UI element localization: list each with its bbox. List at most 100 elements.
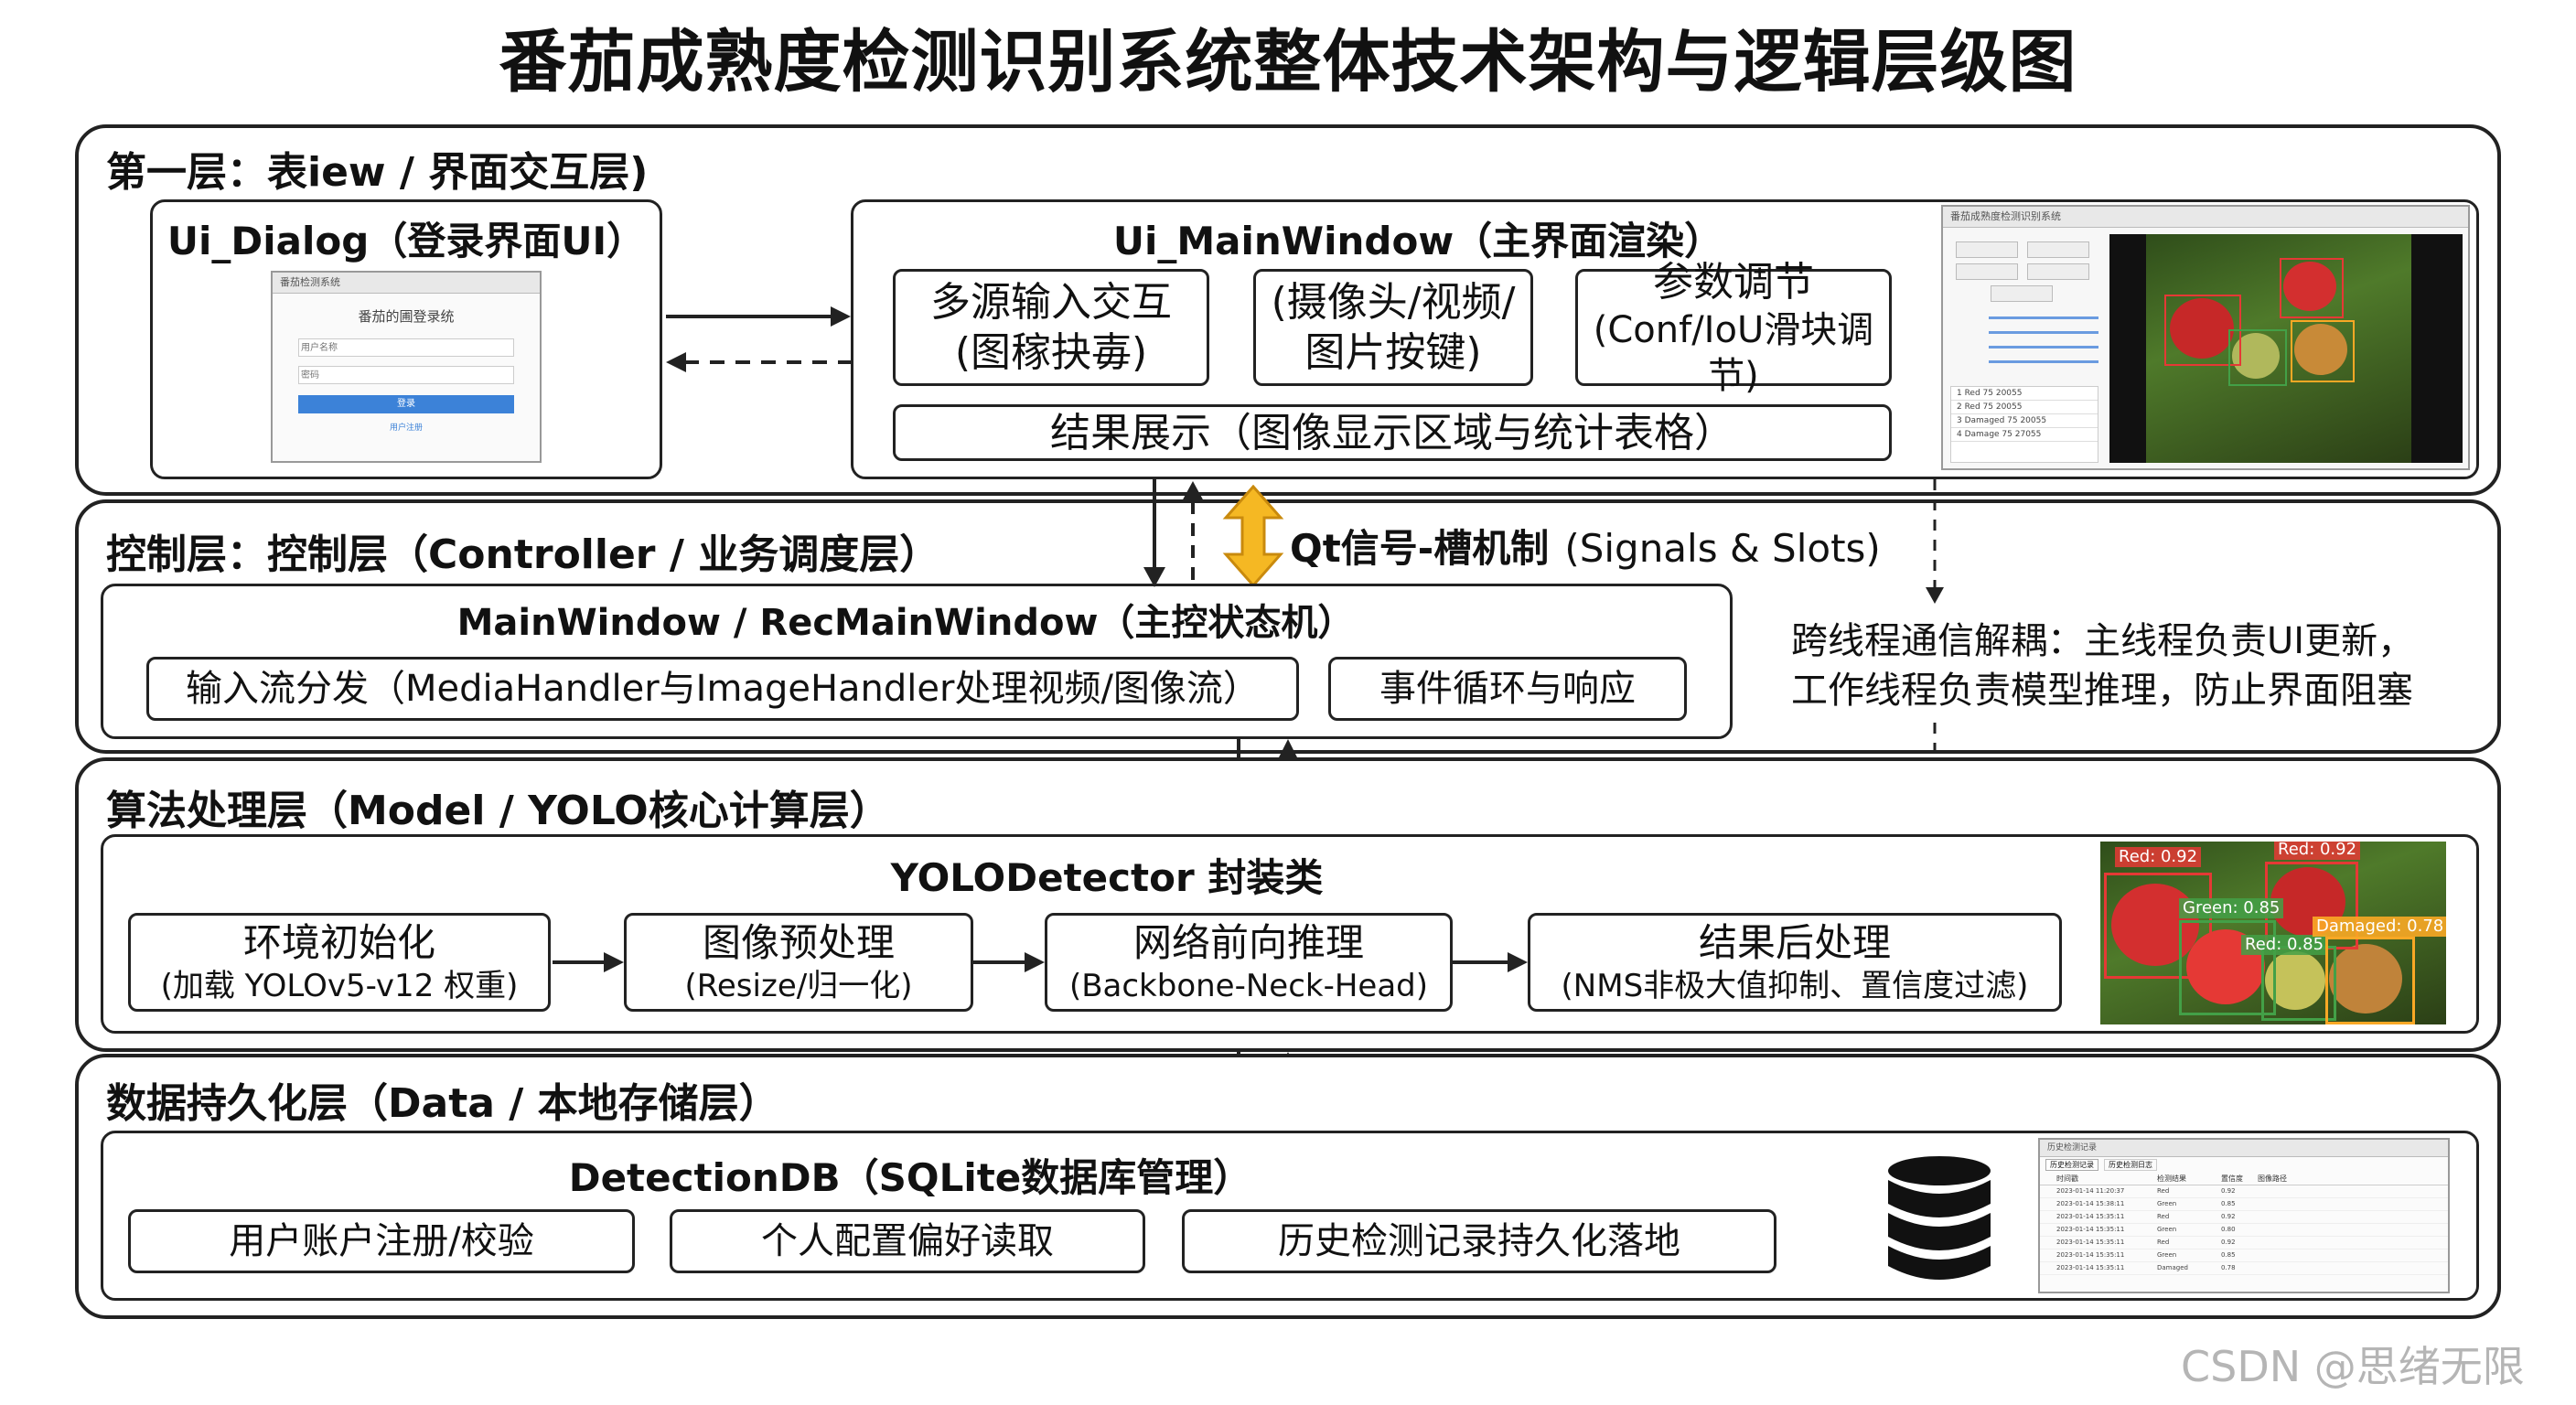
mock-button[interactable]: [2027, 241, 2089, 258]
cell: 2023-01-14 15:35:11: [2056, 1264, 2125, 1271]
dialog-main-arrows: [666, 306, 851, 372]
mock-button[interactable]: [2027, 263, 2089, 280]
step-postprocess-line2: (NMS非极大值抑制、置信度过滤): [1561, 968, 2029, 1004]
bounding-box: [2179, 920, 2276, 1015]
step-postprocess: 结果后处理 (NMS非极大值抑制、置信度过滤): [1528, 913, 2062, 1012]
cell: Damaged: [2157, 1264, 2188, 1271]
input-interaction-module: 多源输入交互 (图稼抉毐): [893, 269, 1209, 386]
signal-slot-english: (Signals & Slots): [1564, 526, 1881, 571]
user-account-box: 用户账户注册/校验: [128, 1209, 635, 1273]
database-icon: [1888, 1156, 1991, 1280]
model-layer-heading: 算法处理层（Model / YOLO核心计算层）: [106, 788, 890, 834]
data-layer-heading: 数据持久化层（Data / 本地存储层）: [106, 1080, 779, 1127]
login-window-titlebar: 番茄检测系统: [273, 273, 540, 294]
cell: 0.80: [2221, 1226, 2236, 1233]
step-inference-line2: (Backbone-Neck-Head): [1068, 968, 1429, 1004]
mock-slider[interactable]: [1989, 346, 2098, 349]
input-dispatch-box: 输入流分发（MediaHandler与ImageHandler处理视频/图像流）: [146, 657, 1299, 721]
detection-label: Red: 0.92: [2274, 842, 2361, 860]
source-module-line2: 图片按键): [1304, 329, 1482, 376]
main-window-detection-image: [2109, 234, 2463, 463]
tab-history-records[interactable]: 历史检测记录: [2045, 1159, 2098, 1171]
bounding-box: [2280, 258, 2344, 318]
history-table-header: 时间戳 检测结果 置信度 图像路径: [2040, 1173, 2448, 1185]
cell: 2023-01-14 15:35:11: [2056, 1226, 2125, 1233]
signal-slot-label: Qt信号-槽机制 (Signals & Slots): [1290, 518, 1881, 574]
mock-button[interactable]: [1991, 285, 2053, 302]
login-window-mock: 番茄检测系统 番茄的圃登录统 登录 用户注册: [271, 271, 542, 463]
password-input[interactable]: [298, 366, 514, 384]
ui-dialog-title: Ui_Dialog（登录界面UI）: [166, 219, 646, 263]
mock-button[interactable]: [1956, 241, 2018, 258]
detection-label: Red: 0.85: [2241, 935, 2328, 955]
cell: Red: [2157, 1213, 2170, 1220]
thread-note-line2: 工作线程负责模型推理，防止界面阻塞: [1791, 670, 2413, 712]
step-inference-line1: 网络前向推理: [1132, 919, 1364, 965]
step-postprocess-line1: 结果后处理: [1698, 919, 1891, 965]
tomato: [2111, 884, 2199, 966]
bounding-box: [2325, 937, 2415, 1024]
input-module-line1: 多源输入交互: [930, 279, 1172, 326]
pipeline-arrows: [553, 952, 1528, 972]
cell: Red: [2157, 1239, 2170, 1246]
thread-note: 跨线程通信解耦：主线程负责UI更新， 工作线程负责模型推理，防止界面阻塞: [1791, 617, 2414, 715]
event-loop-box: 事件循环与响应: [1328, 657, 1687, 721]
tomato: [2283, 262, 2336, 311]
step-inference: 网络前向推理 (Backbone-Neck-Head): [1045, 913, 1453, 1012]
mock-slider[interactable]: [1989, 360, 2098, 363]
signal-slot-title: Qt信号-槽机制: [1290, 526, 1550, 571]
table-row: 2023-01-14 15:35:11 Red 0.92: [2040, 1237, 2448, 1249]
result-display-bar: 结果展示（图像显示区域与统计表格）: [893, 404, 1892, 461]
register-link[interactable]: 用户注册: [389, 424, 423, 433]
main-window-titlebar: 番茄成熟度检测识别系统: [1943, 207, 2468, 228]
tomato: [2170, 298, 2234, 359]
yolo-detector-title: YOLODetector 封装类: [890, 855, 1324, 900]
detection-db-title: DetectionDB（SQLite数据库管理）: [568, 1155, 1252, 1200]
tab-history-logs[interactable]: 历史检测日志: [2104, 1159, 2157, 1171]
table-row: 3 Damaged 75 20055: [1951, 414, 2098, 428]
cell: Green: [2157, 1226, 2177, 1233]
source-buttons-module: (摄像头/视频/ 图片按键): [1253, 269, 1533, 386]
history-window-titlebar: 历史检测记录: [2040, 1140, 2448, 1157]
user-config-box: 个人配置偏好读取: [670, 1209, 1145, 1273]
cell: 2023-01-14 15:35:11: [2056, 1213, 2125, 1220]
table-row: 4 Damage 75 27055: [1951, 428, 2098, 442]
cell: 2023-01-14 15:35:11: [2056, 1239, 2125, 1246]
step-env-init-line2: (加载 YOLOv5-v12 权重): [160, 968, 519, 1004]
bounding-box: [2228, 329, 2287, 386]
main-window-controls: [1950, 234, 2097, 344]
param-module-line1: 参数调节: [1653, 258, 1814, 306]
main-window-table: 1 Red 75 20055 2 Red 75 20055 3 Damaged …: [1950, 386, 2098, 463]
tomato: [2329, 944, 2402, 1014]
table-row: 1 Red 75 20055: [1951, 387, 2098, 401]
column-header: 置信度: [2221, 1174, 2243, 1183]
source-module-line1: (摄像头/视频/: [1271, 279, 1516, 326]
username-input[interactable]: [298, 338, 514, 357]
param-module-line2: (Conf/IoU滑块调节): [1593, 308, 1874, 397]
detection-label: Green: 0.85: [2179, 898, 2284, 918]
step-env-init: 环境初始化 (加载 YOLOv5-v12 权重): [128, 913, 551, 1012]
controller-layer-heading: 控制层：控制层（Controller / 业务调度层）: [106, 531, 940, 578]
cell: 0.92: [2221, 1239, 2236, 1246]
view-controller-arrows: [1143, 479, 1204, 587]
main-window-mock: 番茄成熟度检测识别系统 1 Red 75 20055 2 Red 75 2005…: [1941, 205, 2470, 470]
history-window-mock: 历史检测记录 历史检测记录 历史检测日志 时间戳 检测结果 置信度 图像路径 2…: [2038, 1138, 2450, 1293]
mock-slider[interactable]: [1989, 331, 2098, 334]
mock-slider[interactable]: [1989, 316, 2098, 319]
tomato: [2294, 324, 2347, 375]
cell: 0.85: [2221, 1200, 2236, 1207]
step-preprocess: 图像预处理 (Resize/归一化): [624, 913, 973, 1012]
step-env-init-line1: 环境初始化: [242, 919, 435, 965]
mock-button[interactable]: [1956, 263, 2018, 280]
ui-mainwindow-title: Ui_MainWindow（主界面渲染）: [1112, 219, 1723, 263]
login-button[interactable]: 登录: [298, 395, 514, 413]
cell: 0.92: [2221, 1187, 2236, 1195]
detection-label: Red: 0.92: [2115, 847, 2202, 867]
bounding-box: [2291, 320, 2355, 382]
